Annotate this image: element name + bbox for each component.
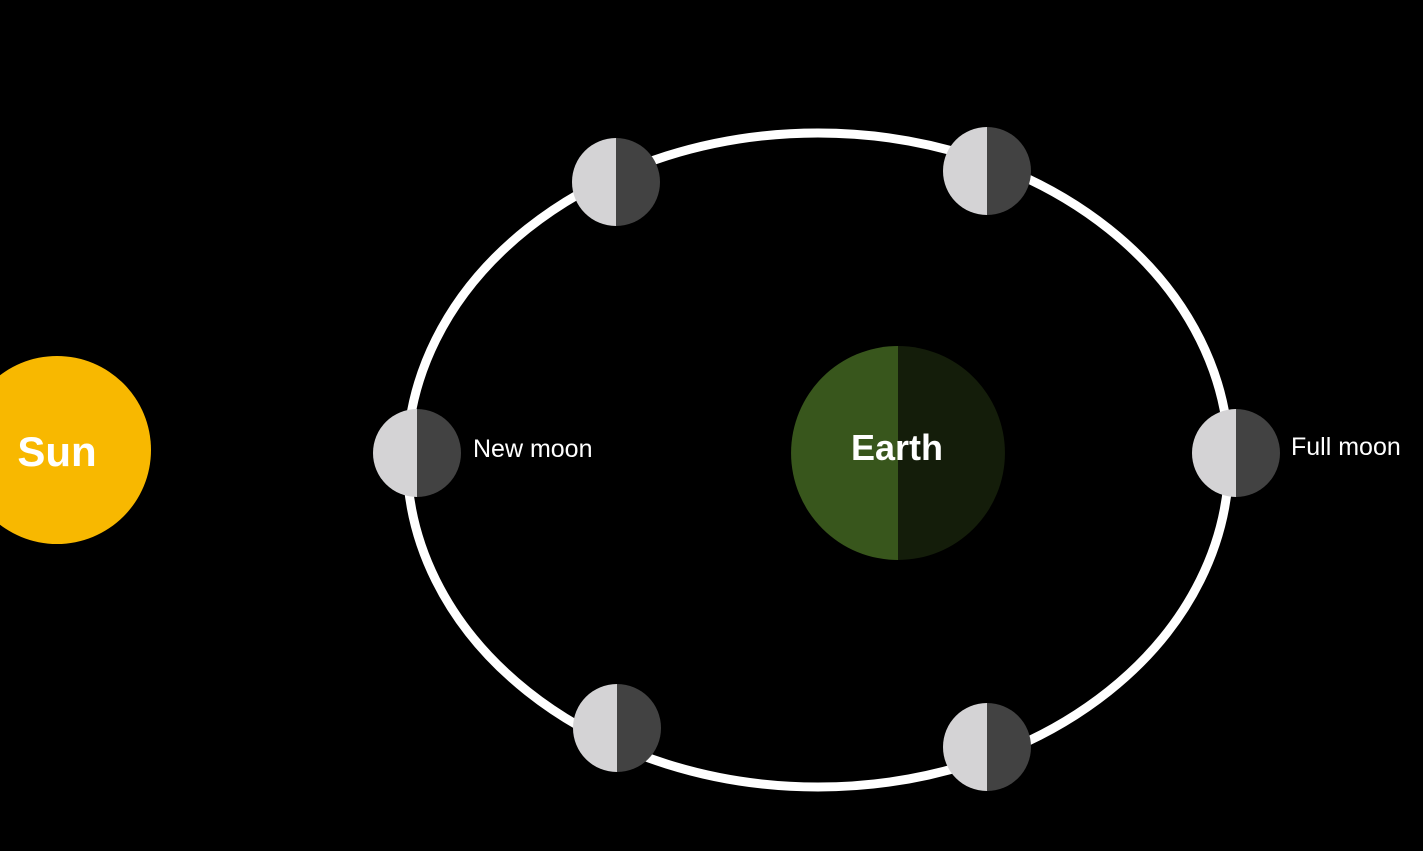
sun: Sun — [0, 356, 151, 544]
moon-lit-half — [572, 138, 616, 226]
moon-lit-half — [943, 703, 987, 791]
moon-lit-half — [373, 409, 417, 497]
moon-lit-half — [1192, 409, 1236, 497]
moon-full: Full moon — [1192, 409, 1401, 497]
moon-dark-half — [617, 684, 661, 772]
moon-dark-half — [417, 409, 461, 497]
moon-top-left — [572, 138, 660, 226]
moon-top-right — [943, 127, 1031, 215]
moon-bottom-left — [573, 684, 661, 772]
moon-dark-half — [1236, 409, 1280, 497]
earth-label: Earth — [851, 427, 943, 468]
sun-disc — [0, 356, 151, 544]
moon-lit-half — [943, 127, 987, 215]
moon-dark-half — [616, 138, 660, 226]
sun-label: Sun — [17, 428, 96, 475]
moon-lit-half — [573, 684, 617, 772]
earth-lit-half — [791, 346, 898, 560]
moon-dark-half — [987, 703, 1031, 791]
moon-dark-half — [987, 127, 1031, 215]
moon-new: New moon — [373, 409, 593, 497]
moon-bottom-right — [943, 703, 1031, 791]
full-moon-label: Full moon — [1291, 433, 1401, 461]
earth: Earth — [791, 346, 1005, 560]
new-moon-label: New moon — [473, 435, 593, 463]
earth-dark-half — [898, 346, 1005, 560]
